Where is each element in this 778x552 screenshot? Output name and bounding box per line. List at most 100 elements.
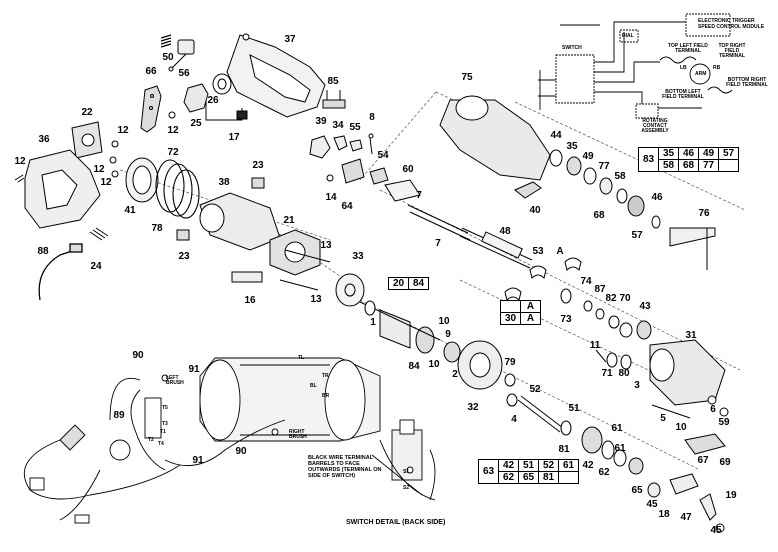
ring-41 bbox=[125, 157, 159, 203]
parts-39-34-55 bbox=[309, 133, 374, 159]
table-cell: A bbox=[520, 300, 541, 313]
washer-79 bbox=[504, 373, 516, 387]
table-cell: 83 bbox=[638, 147, 659, 172]
washer-45b bbox=[715, 523, 725, 533]
part-number-23: 23 bbox=[178, 251, 190, 262]
part-number-69: 69 bbox=[719, 457, 731, 468]
part-26 bbox=[212, 73, 232, 95]
screw-11 bbox=[595, 349, 607, 363]
label-t2: T2 bbox=[148, 437, 154, 443]
part-number-68: 68 bbox=[593, 210, 605, 221]
parts-6-59 bbox=[707, 395, 729, 417]
cord-88 bbox=[38, 243, 83, 301]
part-number-91: 91 bbox=[192, 455, 204, 466]
table-cell: 49 bbox=[698, 147, 719, 160]
part-40 bbox=[514, 181, 542, 199]
part-number-52: 52 bbox=[529, 384, 541, 395]
part-number-13: 13 bbox=[320, 240, 332, 251]
disc-33 bbox=[335, 273, 365, 307]
part-number-12: 12 bbox=[167, 125, 179, 136]
plate-32 bbox=[457, 340, 503, 390]
label-s1: S1 bbox=[403, 469, 410, 475]
part-number-45: 45 bbox=[710, 525, 722, 536]
table-cell: 46 bbox=[678, 147, 699, 160]
part-number-10: 10 bbox=[438, 316, 450, 327]
label-t1: T1 bbox=[160, 429, 166, 435]
part-number-85: 85 bbox=[327, 76, 339, 87]
table-cell: 62 bbox=[498, 471, 519, 484]
part-number-90: 90 bbox=[132, 350, 144, 361]
part-number-70: 70 bbox=[619, 293, 631, 304]
part-number-22: 22 bbox=[81, 107, 93, 118]
part-number-74: 74 bbox=[580, 276, 592, 287]
table-cell: 77 bbox=[698, 159, 719, 172]
part-number-18: 18 bbox=[658, 509, 670, 520]
label-tl: TL bbox=[298, 355, 305, 361]
table-cell: 68 bbox=[678, 159, 699, 172]
part-number-67: 67 bbox=[697, 455, 709, 466]
bracket-76 bbox=[669, 227, 716, 270]
part-number-3: 3 bbox=[634, 380, 640, 391]
part-number-57: 57 bbox=[631, 230, 643, 241]
part-number-38: 38 bbox=[218, 177, 230, 188]
part-number-23: 23 bbox=[252, 160, 264, 171]
part-number-2: 2 bbox=[452, 369, 458, 380]
spring-50 bbox=[160, 34, 172, 48]
part-24 bbox=[89, 227, 109, 241]
washer-4 bbox=[506, 393, 518, 407]
table-cell: 35 bbox=[658, 147, 679, 160]
part-number-7: 7 bbox=[435, 238, 441, 249]
label-bottom-right: BOTTOM RIGHT FIELD TERMINAL bbox=[726, 77, 768, 88]
label-arm: ARM bbox=[695, 71, 707, 77]
table-cell bbox=[718, 159, 739, 172]
part-number-82: 82 bbox=[605, 293, 617, 304]
label-lb: LB bbox=[680, 65, 687, 71]
switch-caption: SWITCH DETAIL (BACK SIDE) bbox=[346, 519, 446, 526]
part-17-block bbox=[236, 110, 248, 120]
part-number-91: 91 bbox=[188, 364, 200, 375]
screws-13 bbox=[279, 249, 331, 291]
table-cell: 57 bbox=[718, 147, 739, 160]
part-number-32: 32 bbox=[467, 402, 479, 413]
table-cell: 42 bbox=[498, 459, 519, 472]
washers-74-87-82-70-43 bbox=[560, 288, 652, 340]
part-number-58: 58 bbox=[614, 171, 626, 182]
part-number-24: 24 bbox=[90, 261, 102, 272]
part-number-56: 56 bbox=[178, 68, 190, 79]
part-number-A: A bbox=[556, 246, 564, 257]
part-number-8: 8 bbox=[369, 112, 375, 123]
table-cell: 63 bbox=[478, 459, 499, 484]
nose-31 bbox=[649, 339, 726, 406]
part-number-77: 77 bbox=[598, 161, 610, 172]
part-number-11: 11 bbox=[589, 340, 601, 351]
table-cell: 51 bbox=[518, 459, 539, 472]
part-number-19: 19 bbox=[725, 490, 737, 501]
part-number-12: 12 bbox=[117, 125, 129, 136]
part-number-9: 9 bbox=[445, 329, 451, 340]
part-number-80: 80 bbox=[618, 368, 630, 379]
part-number-6: 6 bbox=[710, 404, 716, 415]
part-number-84: 84 bbox=[408, 361, 420, 372]
table-cell bbox=[558, 471, 579, 484]
panel-22 bbox=[71, 121, 103, 159]
wiring-diagram bbox=[23, 357, 381, 524]
part-number-12: 12 bbox=[93, 164, 105, 175]
part-number-90: 90 bbox=[235, 446, 247, 457]
part-number-37: 37 bbox=[284, 34, 296, 45]
schematic-wiring bbox=[538, 13, 733, 119]
part-number-25: 25 bbox=[190, 118, 202, 129]
part-number-64: 64 bbox=[341, 201, 353, 212]
part-number-78: 78 bbox=[151, 223, 163, 234]
table-cell: A bbox=[520, 312, 541, 325]
label-dial: DIAL bbox=[622, 33, 634, 39]
part-85 bbox=[322, 90, 346, 109]
table-cell: 65 bbox=[518, 471, 539, 484]
part-number-73: 73 bbox=[560, 314, 572, 325]
part-number-54: 54 bbox=[377, 150, 389, 161]
part-number-41: 41 bbox=[124, 205, 136, 216]
